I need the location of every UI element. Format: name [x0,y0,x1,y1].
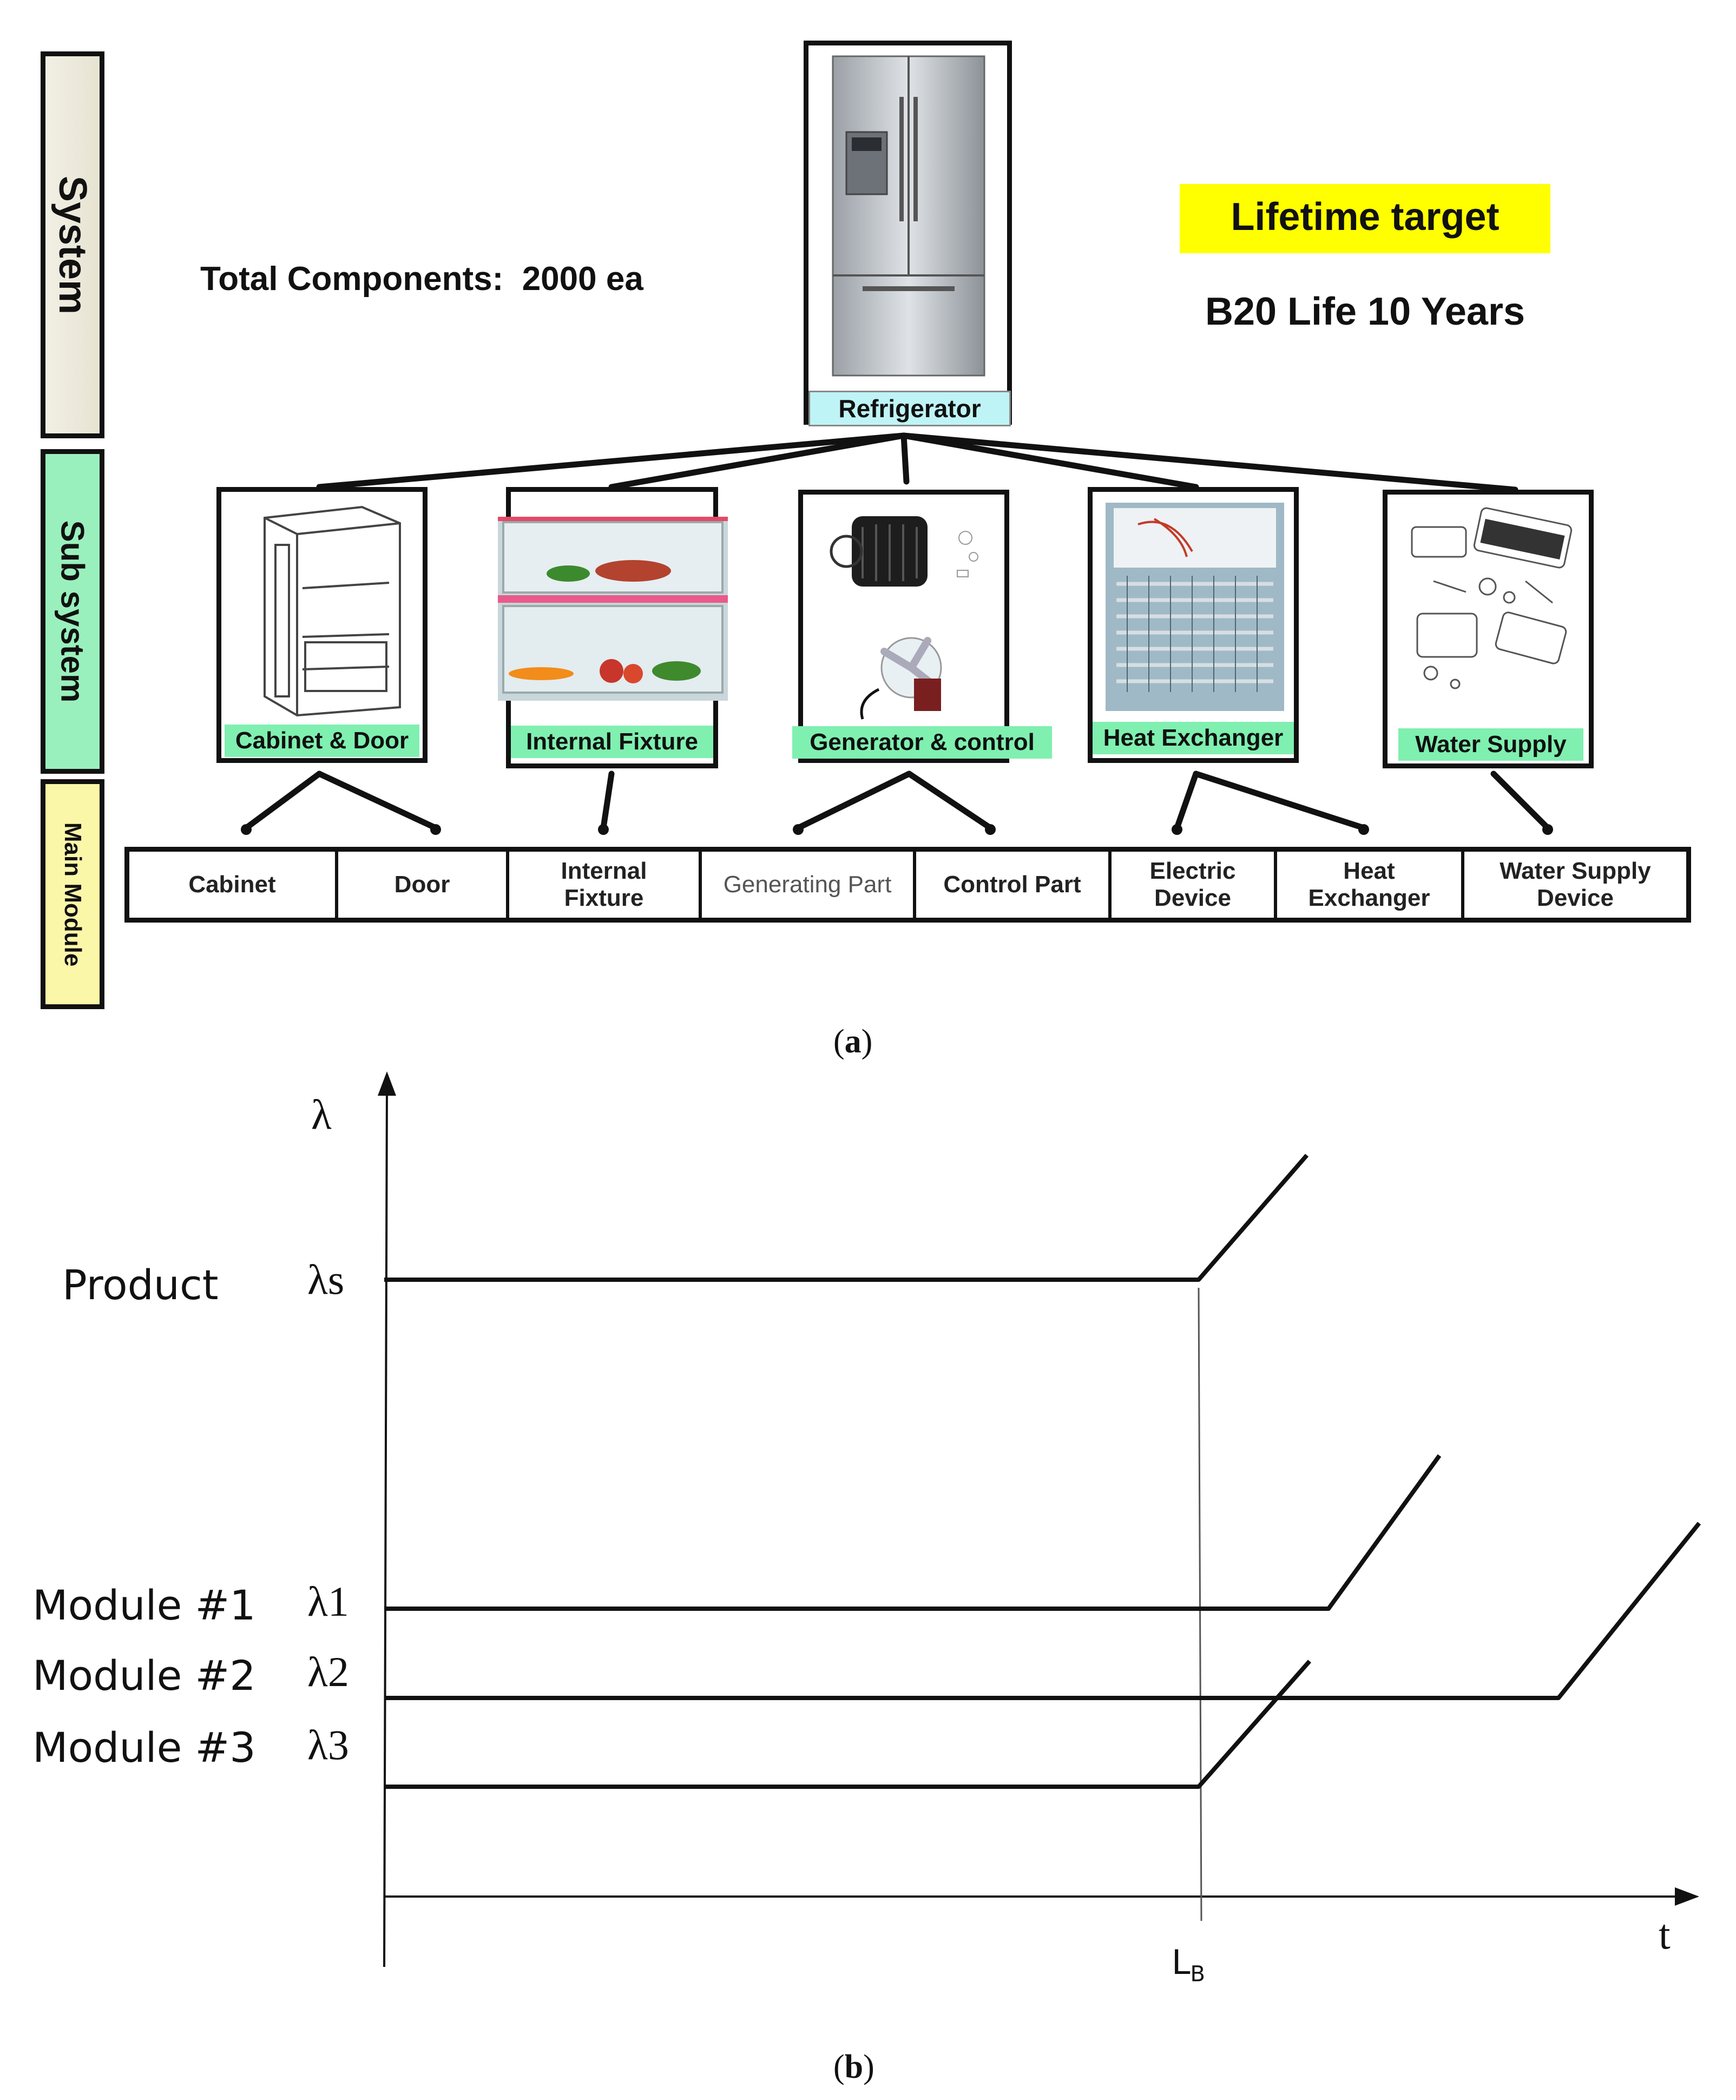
lifetime-target-value: B20 Life 10 Years [1205,290,1525,333]
lb-marker-label: LB [1172,1943,1205,1986]
module-heat-exchanger-line2: Exchanger [1308,885,1430,911]
caption-a: (a) [833,1023,872,1061]
caption-b: (b) [833,2048,874,2086]
series-module-1-line [384,1454,1442,1611]
caption-a-letter: a [844,1023,862,1060]
lb-marker-main: L [1172,1943,1191,1982]
x-axis-arrow [1675,1887,1699,1906]
level-subsystem: Sub system [41,449,104,774]
series-module-2-symbol: λ2 [307,1648,349,1695]
series-product-symbol: λs [307,1256,345,1303]
y-axis-arrow [378,1071,396,1096]
series-module-1-name: Module #1 [32,1581,256,1629]
series-module-2-name: Module #2 [32,1651,256,1700]
module-generating-part: Generating Part [702,852,916,918]
module-row: Cabinet Door Internal Fixture Generating… [124,847,1691,923]
module-electric-device: Electric Device [1112,852,1277,918]
hierarchy-connectors [241,432,1553,835]
cabinet-illustration [264,505,401,717]
series-module-3-symbol: λ3 [307,1721,349,1768]
module-cabinet-line1: Cabinet [188,871,276,898]
module-heat-exchanger: Heat Exchanger [1277,852,1464,918]
caption-b-open: ( [833,2049,845,2085]
subsystem-heat-exchanger: Heat Exchanger [1088,487,1299,763]
caption-a-open: ( [833,1023,845,1060]
module-cabinet: Cabinet [129,852,338,918]
x-axis-label: t [1659,1911,1671,1958]
subsystem-label-cabinet-door: Cabinet & Door [225,725,419,757]
refrigerator-box: Refrigerator [804,41,1012,426]
module-heat-exchanger-line1: Heat [1343,858,1395,884]
failure-rate-chart [378,1071,1701,1967]
module-door-line1: Door [394,871,450,898]
series-module-2-line [384,1522,1701,1700]
subsystem-generator-control: Generator & control [792,490,1052,763]
level-module: Main Module [41,779,104,1009]
module-water-supply-device-line1: Water Supply [1500,858,1651,884]
module-generating-part-line1: Generating Part [723,871,892,898]
module-control-part: Control Part [916,852,1112,918]
caption-a-close: ) [861,1023,873,1060]
total-components: Total Components: 2000 ea [200,260,643,298]
subsystem-label-internal-fixture: Internal Fixture [511,726,713,758]
module-internal-fixture: Internal Fixture [509,852,702,918]
refrigerator-illustration [832,55,985,377]
subsystem-water-supply: Water Supply [1383,490,1594,768]
lb-marker-sub: B [1190,1961,1205,1987]
module-internal-fixture-line1: Internal [561,858,647,884]
internal-fixture-photo [498,517,728,701]
series-module-1-symbol: λ1 [307,1578,349,1625]
water-supply-illustration [1411,507,1573,689]
lb-marker-line [1198,1287,1202,1921]
module-electric-device-line2: Device [1154,885,1231,911]
y-axis-label: λ [311,1091,332,1138]
generator-illustration [830,516,978,720]
caption-b-letter: b [844,2049,864,2085]
lifetime-target-title: Lifetime target [1231,195,1500,239]
series-product-line [384,1154,1309,1282]
caption-b-close: ) [863,2049,874,2085]
subsystem-label-generator-control: Generator & control [792,726,1052,759]
heat-exchanger-photo [1106,503,1284,711]
level-system: System [41,51,104,438]
module-control-part-line1: Control Part [943,871,1081,898]
series-module-3-name: Module #3 [32,1723,256,1772]
module-internal-fixture-line2: Fixture [564,885,644,911]
series-product-name: Product [62,1261,219,1309]
module-water-supply-device-line2: Device [1537,885,1614,911]
module-electric-device-line1: Electric [1149,858,1236,884]
y-axis [383,1087,388,1967]
module-water-supply-device: Water Supply Device [1464,852,1686,918]
subsystem-label-water-supply: Water Supply [1398,728,1583,761]
lifetime-target-badge [1180,184,1550,253]
subsystem-label-heat-exchanger: Heat Exchanger [1093,722,1294,754]
refrigerator-label: Refrigerator [808,391,1011,426]
module-door: Door [338,852,509,918]
series-module-3-line [384,1660,1311,1789]
subsystem-cabinet-door: Cabinet & Door [216,487,428,763]
